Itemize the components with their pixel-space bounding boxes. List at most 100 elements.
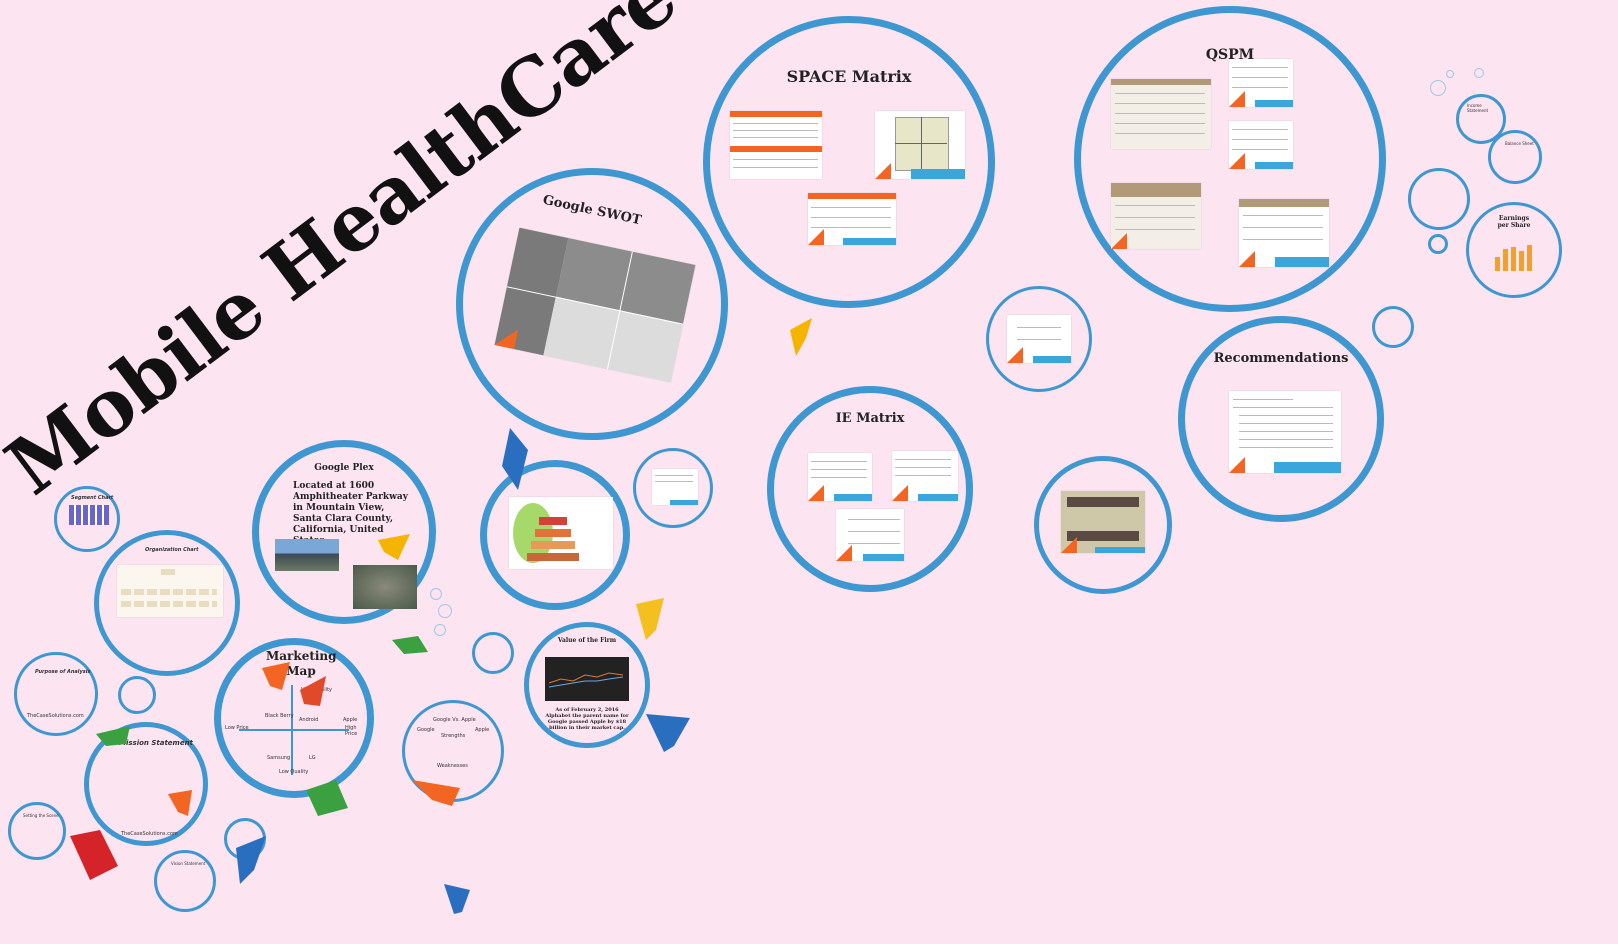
swot-slide[interactable]	[494, 227, 696, 383]
ie-slide-1[interactable]	[808, 453, 872, 501]
bird-green-1	[392, 636, 428, 654]
mission-statement-circle[interactable]: Mission Statement TheCaseSolutions.com	[84, 722, 208, 846]
small-slide-b[interactable]	[1061, 491, 1145, 553]
marketing-map-high-quality: High Quality	[301, 687, 332, 693]
brand-label: Apple	[343, 717, 358, 723]
decor-bubble	[1430, 80, 1446, 96]
purpose-of-analysis-circle[interactable]: Purpose of Analysis TheCaseSolutions.com	[14, 652, 98, 736]
organization-chart-slide[interactable]	[117, 565, 223, 617]
segment-chart-graphic	[69, 505, 109, 525]
small-circle-f[interactable]	[472, 632, 514, 674]
stock-line-chart	[548, 672, 624, 688]
google-plex-body: Located at 1600 Amphitheater Parkway in …	[293, 481, 408, 546]
organization-chart-title: Organization Chart	[145, 547, 199, 553]
space-matrix-circle[interactable]: SPACE Matrix	[703, 16, 995, 308]
google-plex-circle[interactable]: Google Plex Located at 1600 Amphitheater…	[252, 440, 436, 624]
marketing-map-title: Marketing Map	[266, 649, 337, 678]
space-matrix-title: SPACE Matrix	[786, 67, 912, 86]
strengths-label: Strengths	[441, 733, 466, 739]
brand-label: Android	[299, 717, 319, 723]
balance-sheet-circle[interactable]: Balance Sheet	[1488, 130, 1542, 184]
bird-yellow-1	[790, 318, 812, 356]
swot-circle[interactable]: Google SWOT	[456, 168, 728, 440]
swot-title: Google SWOT	[541, 192, 643, 229]
google-label: Google	[417, 727, 435, 733]
bird-blue-4	[444, 884, 470, 914]
segment-chart-title: Segment Chart	[71, 495, 114, 501]
recommendations-circle[interactable]: Recommendations	[1178, 316, 1384, 522]
small-circle-g[interactable]	[1408, 168, 1470, 230]
google-plex-photo	[275, 539, 339, 571]
ie-matrix-circle[interactable]: IE Matrix	[767, 386, 973, 592]
decor-bubble	[1474, 68, 1484, 78]
value-of-firm-circle[interactable]: Value of the Firm As of February 2, 2016…	[524, 622, 650, 748]
setting-scene-title: Setting the Scene	[23, 813, 59, 818]
space-slide-table[interactable]	[730, 111, 822, 179]
small-slide-circle-a[interactable]	[986, 286, 1092, 392]
income-statement-title: Income Statement	[1467, 103, 1489, 113]
segment-chart-circle[interactable]: Segment Chart	[54, 486, 120, 552]
qspm-slide-3[interactable]	[1229, 121, 1293, 169]
qspm-slide-1[interactable]	[1111, 79, 1211, 149]
bird-yellow-3	[636, 598, 664, 640]
small-slide-c[interactable]	[652, 469, 698, 505]
marketing-map-horizontal-axis	[239, 729, 349, 731]
brand-label: Samsung	[267, 755, 291, 761]
brand-label: Black Berry	[265, 713, 294, 719]
organization-chart-circle[interactable]: Organization Chart	[94, 530, 240, 676]
vision-statement-circle[interactable]: Vision Statement	[154, 850, 216, 912]
small-circle-h[interactable]	[1428, 234, 1448, 254]
value-of-firm-caption: As of February 2, 2016 Alphabet the pare…	[545, 707, 629, 731]
ie-slide-2[interactable]	[892, 451, 958, 501]
value-of-firm-title: Value of the Firm	[557, 637, 617, 644]
qspm-slide-2[interactable]	[1229, 59, 1293, 107]
decor-bubble	[438, 604, 452, 618]
weaknesses-label: Weaknesses	[437, 763, 468, 769]
space-slide-graph[interactable]	[875, 111, 965, 179]
space-slide-summary[interactable]	[808, 193, 896, 245]
setting-scene-circle[interactable]: Setting the Scene	[8, 802, 66, 860]
mission-statement-site: TheCaseSolutions.com	[121, 831, 178, 837]
google-plex-aerial-map	[353, 565, 417, 609]
marketing-map-low-price: Low Price	[225, 725, 249, 731]
strategy-diagram-circle[interactable]	[480, 460, 630, 610]
brand-label: LG	[309, 755, 316, 761]
small-slide-a[interactable]	[1007, 315, 1071, 363]
bird-red-1	[70, 830, 118, 880]
qspm-slide-5[interactable]	[1239, 199, 1329, 267]
marketing-map-low-quality: Low Quality	[279, 769, 309, 775]
small-slide-circle-c[interactable]	[633, 448, 713, 528]
marketing-map-high-price: High Price	[345, 725, 358, 737]
income-statement-circle[interactable]: Income Statement	[1456, 94, 1506, 144]
google-vs-apple-title: Google Vs. Apple	[433, 717, 476, 723]
mission-statement-title: Mission Statement	[119, 739, 193, 747]
decor-bubble	[1446, 70, 1454, 78]
recommendations-title: Recommendations	[1213, 351, 1349, 366]
decor-bubble	[434, 624, 446, 636]
google-plex-title: Google Plex	[314, 463, 374, 473]
earnings-per-share-circle[interactable]: Earnings per Share	[1466, 202, 1562, 298]
purpose-of-analysis-title: Purpose of Analysis	[35, 669, 91, 675]
small-slide-circle-b[interactable]	[1034, 456, 1172, 594]
google-vs-apple-circle[interactable]: Google Vs. Apple Google Apple Strengths …	[402, 700, 504, 802]
balance-sheet-title: Balance Sheet	[1505, 141, 1534, 146]
earnings-per-share-title: Earnings per Share	[1497, 215, 1531, 229]
small-circle-d[interactable]	[118, 676, 156, 714]
vision-statement-title: Vision Statement	[171, 861, 206, 866]
ie-matrix-title: IE Matrix	[835, 411, 905, 426]
ie-slide-3[interactable]	[836, 509, 904, 561]
qspm-circle[interactable]: QSPM	[1074, 6, 1386, 312]
strategy-diagram-slide[interactable]	[509, 497, 613, 569]
qspm-slide-4[interactable]	[1111, 183, 1201, 249]
earnings-bar-chart	[1495, 245, 1532, 271]
apple-label: Apple	[475, 727, 490, 733]
small-circle-i[interactable]	[1372, 306, 1414, 348]
recommendations-slide[interactable]	[1229, 391, 1341, 473]
marketing-map-circle[interactable]: Marketing Map High Quality Low Quality L…	[214, 638, 374, 798]
purpose-of-analysis-site: TheCaseSolutions.com	[27, 713, 84, 719]
small-circle-e[interactable]	[224, 818, 266, 860]
bird-blue-2	[646, 714, 690, 752]
decor-bubble	[430, 588, 442, 600]
value-of-firm-chart	[545, 657, 629, 701]
